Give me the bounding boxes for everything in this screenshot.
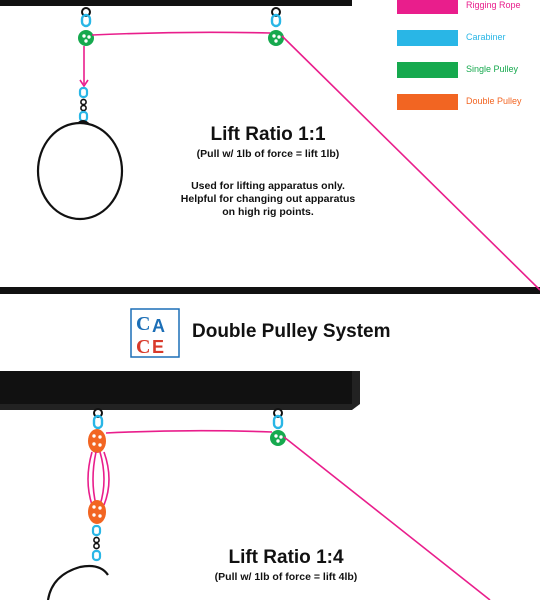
top-rope-pull-line	[281, 35, 540, 291]
legend-swatch-double-pulley	[397, 94, 458, 110]
bottom-ratio-title: Lift Ratio 1:4	[228, 547, 344, 568]
svg-text:C: C	[136, 336, 150, 358]
double-pulley-system-heading: Double Pulley System	[192, 321, 391, 342]
bottom-rope-pull-line	[283, 436, 491, 600]
top-left-hook-carabiner	[80, 7, 92, 28]
bottom-rigging-beam	[0, 371, 360, 410]
top-right-hook-carabiner	[270, 7, 282, 28]
bottom-apparatus-chain	[91, 524, 102, 562]
top-rigging-beam	[0, 0, 352, 6]
bottom-aerial-hoop	[46, 564, 109, 600]
top-right-single-pulley	[268, 30, 284, 46]
top-rope-arrow	[79, 79, 89, 88]
section-divider	[0, 287, 540, 294]
svg-text:C: C	[136, 313, 150, 335]
top-usage-note-line-3: on high rig points.	[222, 206, 314, 218]
legend-label-carabiner: Carabiner	[466, 32, 506, 42]
top-ratio-subtitle: (Pull w/ 1lb of force = lift 1lb)	[196, 148, 340, 160]
bottom-right-single-pulley	[270, 430, 286, 446]
top-ratio-title: Lift Ratio 1:1	[210, 124, 326, 145]
legend-swatch-single-pulley	[397, 62, 458, 78]
legend-swatch-rope	[397, 0, 458, 14]
top-apparatus-chain	[78, 86, 89, 123]
top-usage-note-line-1: Used for lifting apparatus only.	[191, 180, 345, 192]
svg-text:A: A	[152, 316, 165, 336]
top-left-single-pulley	[78, 30, 94, 46]
cace-logo: C A C E	[130, 308, 180, 358]
bottom-ratio-subtitle: (Pull w/ 1lb of force = lift 4lb)	[214, 571, 358, 583]
bottom-lower-double-pulley	[88, 500, 106, 524]
legend-swatch-carabiner	[397, 30, 458, 46]
top-usage-note: Used for lifting apparatus only. Helpful…	[140, 180, 396, 219]
top-usage-note-line-2: Helpful for changing out apparatus	[180, 193, 356, 205]
bottom-left-hook-carabiner	[92, 408, 104, 430]
legend-label-double-pulley: Double Pulley	[466, 96, 522, 106]
svg-text:E: E	[152, 337, 164, 357]
legend-label-single-pulley: Single Pulley	[466, 64, 519, 74]
bottom-upper-double-pulley	[88, 429, 106, 453]
top-aerial-hoop	[36, 120, 124, 221]
bottom-rope-span	[105, 429, 273, 434]
legend-label-rope: Rigging Rope	[466, 0, 521, 10]
top-rope-span	[91, 31, 271, 36]
bottom-right-hook-carabiner	[272, 408, 284, 430]
bottom-double-pulley-ropes	[87, 451, 110, 506]
